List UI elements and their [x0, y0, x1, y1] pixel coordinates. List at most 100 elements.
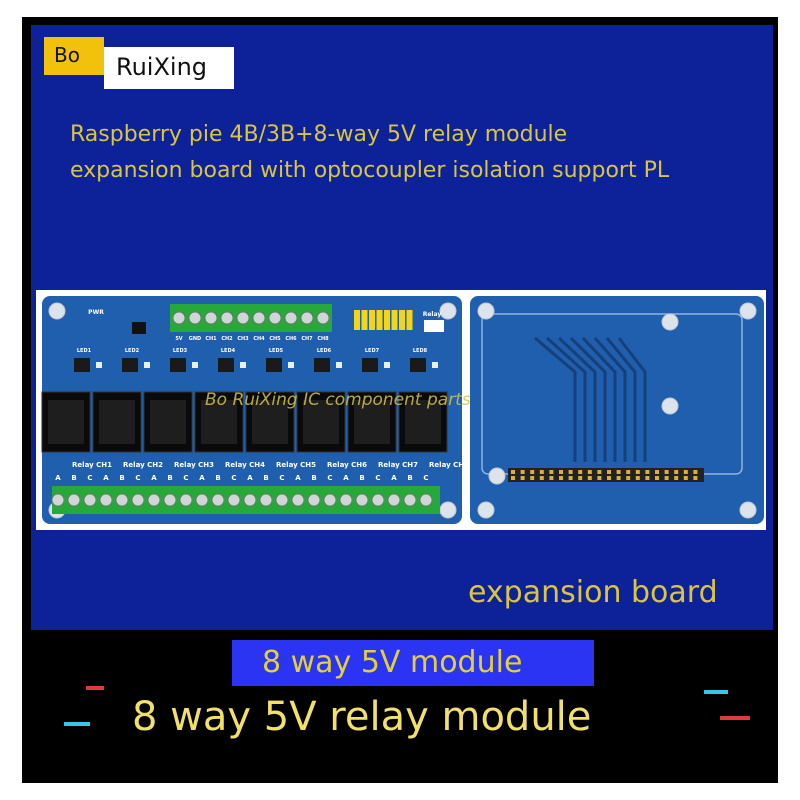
gpio-pin	[626, 476, 631, 480]
gpio-pin	[597, 470, 602, 474]
relay-label-area	[405, 400, 441, 444]
terminal-screw	[275, 493, 289, 507]
terminal-letter: B	[71, 474, 76, 482]
gpio-pin	[635, 470, 640, 474]
led-label: LED2	[125, 348, 140, 354]
mounting-hole	[477, 501, 495, 519]
terminal-letter: A	[103, 474, 109, 482]
terminal-letter: C	[423, 474, 428, 482]
terminal-screw	[131, 493, 145, 507]
gpio-pin	[511, 470, 515, 474]
brand-name-background	[104, 47, 234, 89]
terminal-screw	[51, 493, 65, 507]
glitch-stripe	[690, 740, 770, 746]
gpio-pin	[683, 476, 688, 480]
top-terminal-label: CH4	[253, 336, 265, 342]
top-terminal-label: CH1	[205, 336, 217, 342]
gpio-pin	[578, 476, 583, 480]
terminal-screw	[188, 311, 202, 325]
terminal-letter: B	[167, 474, 172, 482]
relay-label-area	[99, 400, 135, 444]
terminal-screw	[268, 311, 282, 325]
regulator-chip	[132, 322, 146, 334]
terminal-letter: A	[295, 474, 301, 482]
terminal-screw	[163, 493, 177, 507]
gpio-pin	[539, 470, 544, 474]
relay-channel-label: Relay CH4	[225, 461, 265, 469]
relay-label-area	[354, 400, 390, 444]
pcb-trace	[534, 336, 577, 462]
terminal-screw	[371, 493, 385, 507]
brand-badge: Bo	[54, 43, 80, 67]
pwr-label: PWR	[88, 309, 104, 316]
mounting-hole	[477, 302, 495, 320]
mounting-hole	[739, 501, 757, 519]
gpio-pin	[549, 476, 554, 480]
terminal-letter: C	[135, 474, 140, 482]
terminal-screw	[300, 311, 314, 325]
optocoupler	[170, 358, 186, 372]
pcb-trace	[545, 336, 587, 462]
terminal-screw	[227, 493, 241, 507]
gpio-pin	[635, 476, 640, 480]
optocoupler	[362, 358, 378, 372]
gpio-pin	[674, 470, 679, 474]
top-terminal-label: CH3	[237, 336, 249, 342]
pcb-trace	[581, 336, 617, 462]
terminal-screw	[83, 493, 97, 507]
terminal-screw	[323, 493, 337, 507]
gpio-pin	[520, 470, 525, 474]
glitch-stripe	[60, 740, 106, 746]
expansion-board-pcb	[470, 296, 764, 524]
module-badge	[232, 640, 594, 686]
terminal-letter: B	[119, 474, 124, 482]
terminal-letter: A	[55, 474, 61, 482]
pcb-trace	[569, 336, 607, 462]
top-terminal-label: GND	[189, 336, 201, 342]
led	[96, 362, 102, 368]
color-glitch-stripe	[704, 690, 728, 694]
relay-label-area	[48, 400, 84, 444]
jumper	[361, 310, 368, 330]
terminal-screw	[115, 493, 129, 507]
terminal-screw	[172, 311, 186, 325]
color-glitch-stripe	[64, 722, 90, 726]
jumper	[399, 310, 405, 330]
gpio-pin	[655, 470, 659, 474]
led-label: LED1	[77, 348, 92, 354]
jumper	[369, 310, 375, 330]
gpio-pin	[520, 476, 525, 480]
glitch-stripe	[700, 705, 770, 711]
bottom-banner-text: 8 way 5V relay module	[132, 694, 592, 740]
gpio-pin	[626, 470, 631, 474]
gpio-pin	[539, 476, 544, 480]
bottom-banner	[104, 686, 694, 756]
terminal-letter: B	[263, 474, 268, 482]
glitch-stripe	[54, 663, 230, 669]
gpio-pin	[587, 470, 592, 474]
terminal-letter: B	[407, 474, 412, 482]
terminal-screw	[236, 311, 250, 325]
module-badge-text: 8 way 5V module	[262, 645, 523, 680]
mounting-hole	[439, 302, 457, 320]
relay-jumper-label: Relay	[423, 311, 442, 318]
gpio-pin	[511, 476, 515, 480]
terminal-screw	[195, 493, 209, 507]
top-terminal-label: CH5	[269, 336, 281, 342]
gpio-pin	[645, 470, 650, 474]
terminal-screw	[204, 311, 218, 325]
terminal-screw	[243, 493, 257, 507]
mounting-hole	[739, 302, 757, 320]
optocoupler	[74, 358, 90, 372]
relay-channel-label: Relay CH3	[174, 461, 214, 469]
led-label: LED5	[269, 348, 284, 354]
jumper	[376, 310, 383, 330]
terminal-screw	[252, 311, 266, 325]
gpio-pin	[568, 470, 573, 474]
terminal-screw	[179, 493, 193, 507]
gpio-pin	[645, 476, 650, 480]
relay-label-area	[150, 400, 186, 444]
gpio-pin	[578, 470, 583, 474]
mounting-hole	[661, 397, 679, 415]
